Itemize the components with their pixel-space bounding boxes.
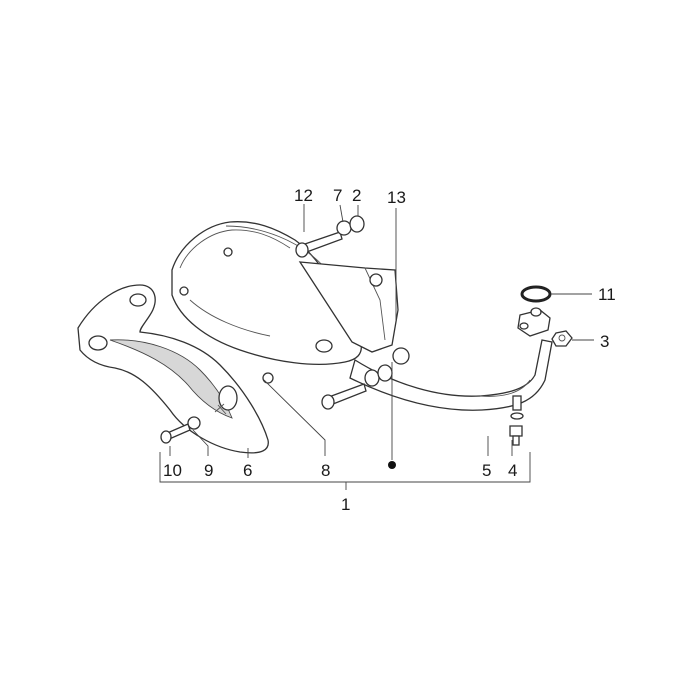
callout-1: 1 (341, 495, 350, 514)
callout-7: 7 (333, 186, 342, 205)
callout-10: 10 (163, 461, 182, 480)
callout-4: 4 (508, 461, 517, 480)
lower-stud (509, 395, 524, 446)
callout-12: 12 (294, 186, 313, 205)
callout-6: 6 (243, 461, 252, 480)
callout-8: 8 (321, 461, 330, 480)
callout-13: 13 (387, 188, 406, 207)
nut-part (551, 330, 573, 347)
leader-lines (159, 204, 594, 490)
reference-dot (388, 461, 396, 469)
exhaust-pipe (349, 307, 553, 411)
lower-bolt-assembly (321, 364, 393, 410)
spacer-part (262, 339, 333, 384)
heat-shield (77, 284, 269, 454)
callout-labels: 12 7 2 13 11 3 10 9 6 8 5 4 1 (163, 186, 616, 514)
upper-bolt-assembly (295, 215, 365, 258)
callout-2: 2 (352, 186, 361, 205)
small-bolt-assembly (160, 416, 201, 444)
callout-9: 9 (204, 461, 213, 480)
mounting-bracket (298, 261, 410, 365)
callout-5: 5 (482, 461, 491, 480)
gasket-ring (520, 285, 552, 303)
callout-11: 11 (598, 285, 616, 304)
callout-3: 3 (600, 332, 609, 351)
